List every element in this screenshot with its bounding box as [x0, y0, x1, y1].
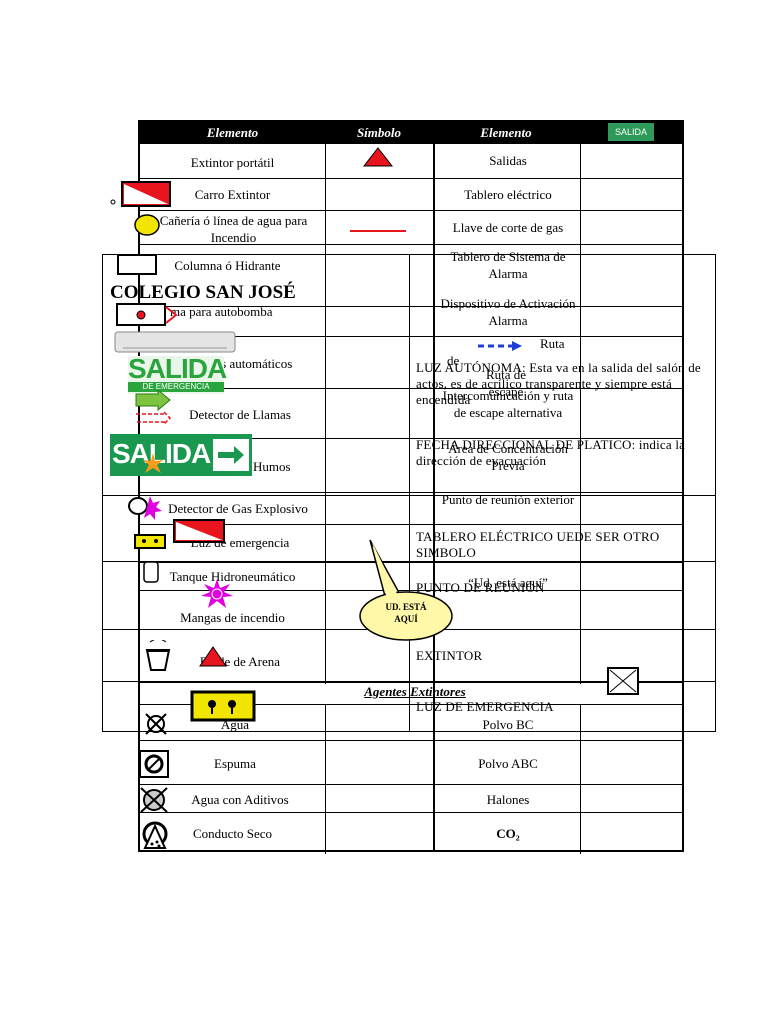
salida-sign-text: SALIDA	[128, 353, 227, 384]
salida-green-text: SALIDA	[112, 438, 211, 469]
element-label: Salidas	[489, 153, 527, 168]
luz-emergencia-yellow-icon	[190, 690, 256, 722]
row-line	[140, 562, 682, 563]
agente-label: CO₂	[496, 826, 520, 841]
row-line	[140, 178, 682, 179]
element-label: Tablero de Sistema de Alarma	[450, 249, 566, 281]
row-line	[140, 244, 682, 245]
element-label: Dispositivo de Activación Alarma	[440, 296, 576, 328]
element-label: Mangas de incendio	[180, 610, 285, 625]
salida-sign-sub: DE EMERGENCIA	[128, 382, 224, 392]
element-label: Cañería ó línea de agua para Incendio	[159, 213, 308, 245]
agentes-title: Agentes Extintores	[364, 684, 466, 699]
element-label: Ruta de escape	[485, 367, 527, 399]
element-label: Detector de Llamas	[189, 407, 291, 422]
overlay-row-line	[103, 561, 715, 562]
element-label: Tablero eléctrico	[464, 187, 552, 202]
element-label: Extintor portátil	[190, 155, 275, 170]
element-label: “Ud. está aquí”	[468, 575, 548, 590]
arrow-right-icon	[213, 439, 249, 471]
agua-aditivos-icon	[140, 787, 168, 813]
salida-badge: SALIDA	[608, 123, 654, 141]
element-label: ma para autobomba	[170, 304, 273, 319]
agente-label: Conducto Seco	[192, 826, 273, 841]
flecha-text: FECHA DIRECCIONAL DE PLATICO: indica la …	[416, 437, 686, 468]
row-line	[140, 524, 682, 525]
detector-llamas-arrows-icon	[135, 390, 172, 426]
luz-emergencia-red-icon	[173, 519, 225, 543]
legend-header	[140, 122, 682, 144]
school-name: COLEGIO SAN JOSÉ	[110, 282, 296, 303]
espuma-icon	[139, 750, 169, 778]
callout-text: UD. ESTÁ AQUÍ	[385, 602, 427, 624]
detector-gas-icon	[128, 496, 162, 520]
element-label: Columna ó Hidrante	[174, 258, 281, 273]
row-line	[140, 682, 682, 683]
row-line	[140, 740, 682, 741]
extintor-triangle-icon	[362, 147, 394, 167]
element-label: Intercomunicación y ruta de escape alter…	[442, 388, 574, 420]
agente-label: Polvo ABC	[478, 756, 538, 771]
water-line-icon	[350, 230, 406, 232]
header-simbolo: Símbolo	[356, 125, 402, 140]
overlay-divider	[409, 255, 410, 731]
luz-emergencia-text: LUZ DE EMERGENCIA	[416, 699, 554, 714]
canaria-yellow-icon	[134, 214, 160, 236]
col-divider-3b	[580, 704, 581, 854]
row-line	[140, 210, 682, 211]
agua-icon	[145, 713, 167, 735]
callout-bubble	[359, 539, 453, 641]
col-divider-1	[325, 144, 326, 684]
header-elemento-right: Elemento	[480, 125, 532, 140]
carro-extintor-icon	[110, 181, 171, 207]
tablero-box-icon	[607, 667, 639, 695]
col-divider-1b	[325, 704, 326, 854]
salida-green-sign: SALIDA	[110, 434, 252, 476]
col-divider-2	[433, 144, 435, 852]
salida-emergencia-sign: SALIDA DE EMERGENCIA	[128, 353, 227, 394]
agente-label: Halones	[486, 792, 530, 807]
overlay-row-line	[103, 495, 715, 496]
row-line	[140, 784, 682, 785]
tanque-icon	[143, 561, 159, 583]
luz-autonoma-text: LUZ AUTÓNOMA: Esta va en la salida del s…	[416, 360, 701, 407]
row-line	[140, 812, 682, 813]
tablero-text: TABLERO ELÉCTRICO UEDE SER OTRO SIMBOLO	[416, 529, 660, 560]
agente-label: Agua con Aditivos	[191, 792, 289, 807]
autobomba-icon	[116, 303, 178, 326]
luz-emergencia-small-icon	[134, 534, 166, 549]
element-label: Área de Concentración Previa	[448, 441, 568, 473]
row-line	[140, 704, 682, 705]
element-label: Tanque Hidroneumático	[169, 569, 296, 584]
balde-triangle-icon	[199, 646, 227, 667]
agente-label: Polvo BC	[482, 717, 534, 732]
balde-icon	[145, 640, 171, 671]
row-line	[140, 590, 682, 591]
detector-humos-star-icon	[143, 453, 163, 473]
row-line	[140, 336, 682, 337]
header-elemento-left: Elemento	[206, 125, 259, 140]
element-label: Llave de corte de gas	[452, 220, 564, 235]
rociadores-device-icon	[114, 331, 236, 353]
element-label: Detector de Gas Explosivo	[168, 501, 308, 516]
extintor-text: EXTINTOR	[416, 648, 483, 663]
agente-label: Espuma	[214, 756, 256, 771]
mangas-star-icon	[201, 579, 233, 608]
col-divider-3	[580, 144, 581, 684]
row-line	[140, 388, 682, 389]
ruta-escape-arrow-icon	[478, 341, 522, 351]
conducto-seco-icon	[142, 821, 168, 849]
hidrante-box-icon	[117, 254, 157, 275]
row-line	[140, 306, 682, 307]
row-line	[140, 438, 682, 439]
punto-text: PUNTO DE REUNIÓN	[416, 580, 545, 595]
row-line	[140, 492, 682, 493]
de-label: de	[447, 353, 460, 368]
element-label: Carro Extintor	[194, 187, 271, 202]
overlay-row-line	[103, 681, 715, 682]
ruta-label: Ruta	[540, 336, 565, 351]
